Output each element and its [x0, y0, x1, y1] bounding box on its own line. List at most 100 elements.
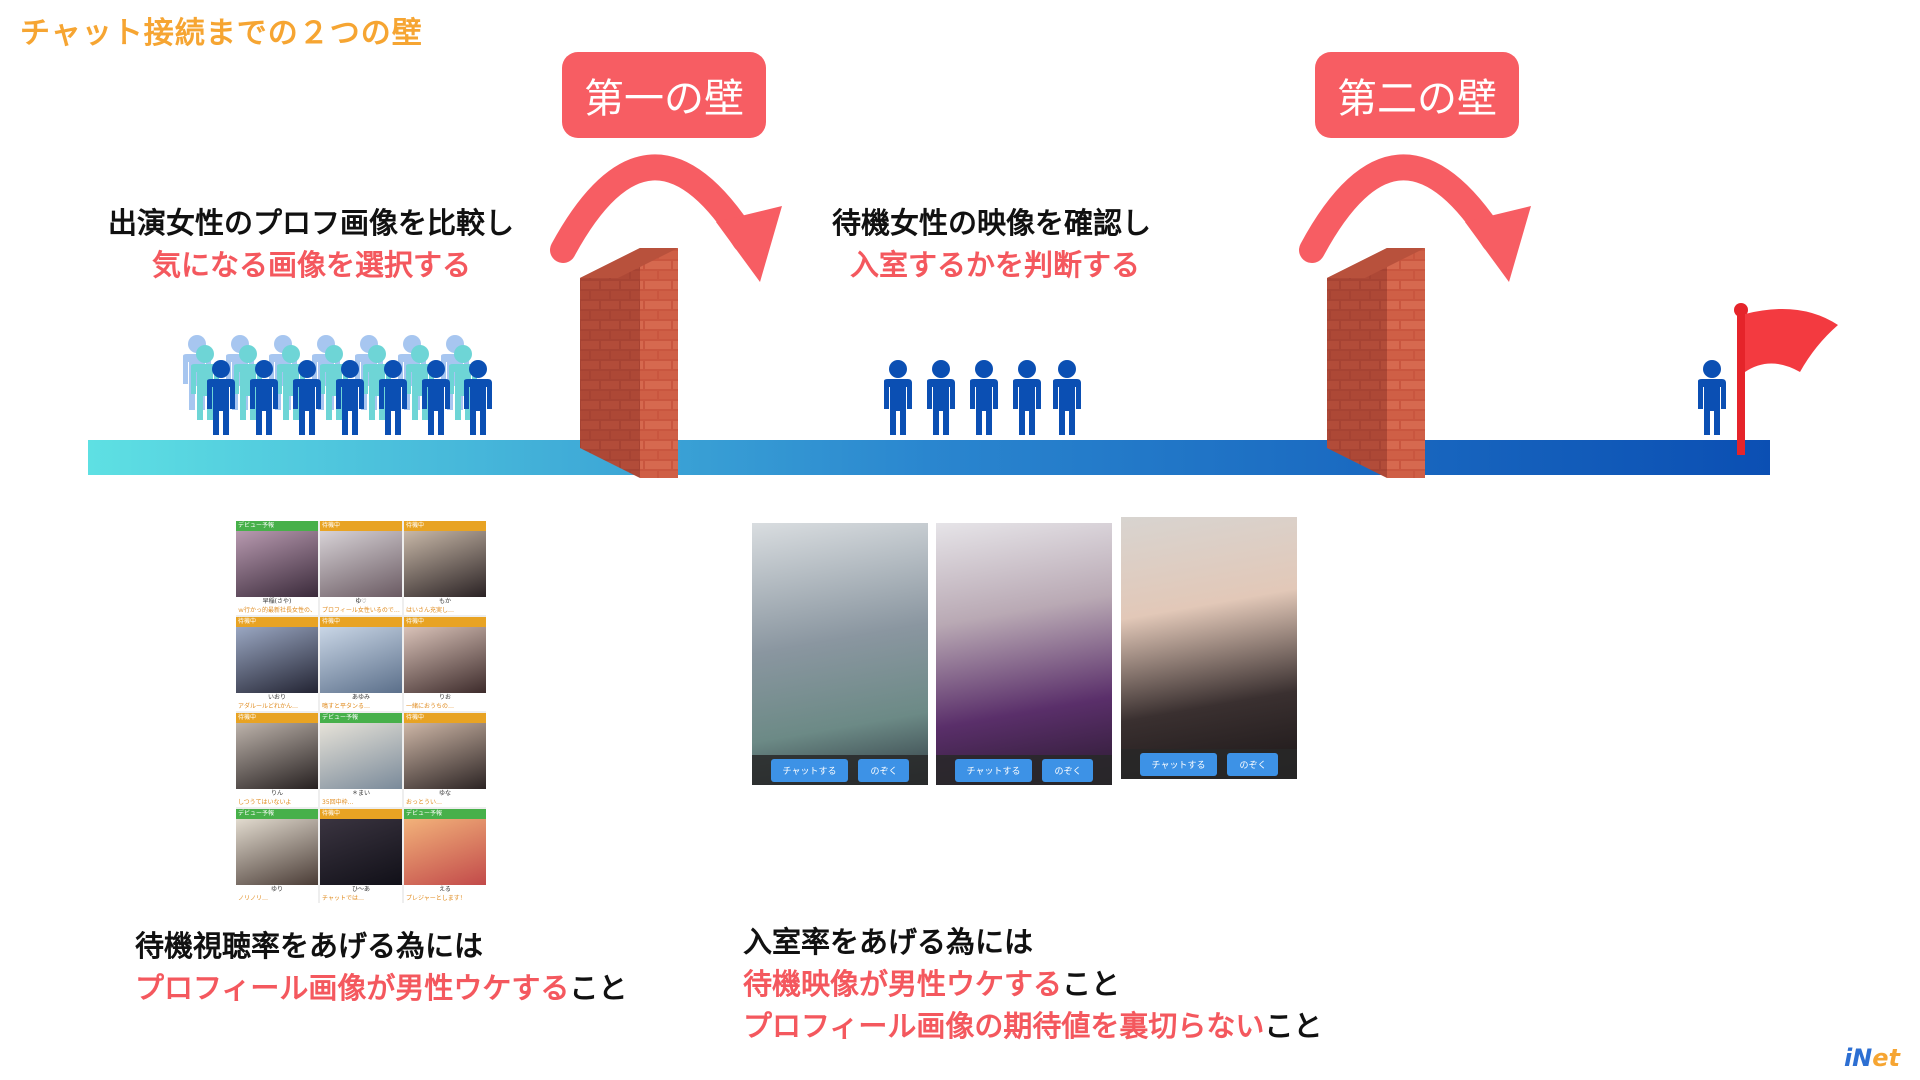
people-group-stage2 [884, 360, 1081, 435]
stage2-line2: 入室するかを判断する [850, 248, 1141, 282]
profile-card[interactable]: デビュー予報早稲(さや) ｗ行かっ的最新社長女性の、 [236, 521, 318, 615]
bottom-right-line1: 入室率をあげる為には [743, 925, 1034, 959]
wall-label-first: 第一の壁 [562, 52, 766, 138]
peek-button[interactable]: のぞく [1227, 752, 1279, 776]
wall-label-second: 第二の壁 [1315, 52, 1519, 138]
profile-photo [320, 819, 402, 885]
profile-card[interactable]: 待機中りお一緒におうちの… [404, 617, 486, 711]
card-name: あゆみ [351, 694, 370, 701]
card-message: プロフィール女性いるので… [322, 607, 400, 614]
card-tag: デビュー予報 [236, 809, 318, 819]
brick-wall-first [580, 248, 678, 478]
card-message: はいさん充実し… [406, 607, 455, 614]
card-tag: 待機中 [404, 617, 486, 627]
card-message: 鳴すと平タンる… [322, 703, 371, 710]
profile-card[interactable]: 待機中ひ〜あチャットでは… [320, 809, 402, 903]
card-tag: 待機中 [404, 713, 486, 723]
bottom-left-line2: プロフィール画像が男性ウケすること [135, 968, 627, 1008]
profile-photo [236, 627, 318, 693]
brick-wall-second [1327, 248, 1425, 478]
video-action-bar: チャットする のぞく [752, 755, 928, 785]
profile-card[interactable]: 待機中もかはいさん充実し… [404, 521, 486, 615]
curved-arrow-second [1299, 154, 1531, 282]
waiting-video-card[interactable]: チャットする のぞく [1121, 517, 1297, 779]
card-name: ゆ♡ [355, 598, 367, 605]
card-message: 一緒におうちの… [406, 703, 455, 710]
bottom-left-tail: こと [569, 971, 628, 1005]
card-name: いおり [267, 694, 286, 701]
card-name: ゆな [438, 790, 451, 797]
card-tag: 待機中 [236, 617, 318, 627]
profile-card[interactable]: 待機中ゆ♡ プロフィール女性いるので… [320, 521, 402, 615]
profile-card[interactable]: 待機中りんしつうてはいないよ [236, 713, 318, 807]
profile-photo [236, 723, 318, 789]
single-person-goal [1698, 360, 1726, 435]
curved-arrow-first [550, 154, 782, 282]
bottom-right-line3: プロフィール画像の期待値を裏切らないこと [743, 1006, 1322, 1046]
card-message: ｗ行かっ的最新社長女性の、 [238, 607, 317, 614]
card-tag: デビュー予報 [320, 713, 402, 723]
stage2-line1: 待機女性の映像を確認し [832, 206, 1152, 240]
profile-photo [404, 531, 486, 597]
card-tag: デビュー予報 [236, 521, 318, 531]
bottom-right-tail-1: こと [1062, 967, 1121, 1001]
card-tag: 待機中 [320, 617, 402, 627]
card-tag: 待機中 [320, 521, 402, 531]
card-tag: 待機中 [320, 809, 402, 819]
profile-photo [404, 627, 486, 693]
profile-photo [320, 723, 402, 789]
card-message: アダルールどれかん… [238, 703, 299, 710]
chat-button[interactable]: チャットする [770, 758, 849, 782]
profile-photo [404, 819, 486, 885]
card-name: える [439, 886, 451, 893]
profile-photo [404, 723, 486, 789]
waiting-video-card[interactable]: チャットする のぞく [752, 523, 928, 785]
inet-logo: iNet [1843, 1044, 1900, 1072]
peek-button[interactable]: のぞく [858, 758, 910, 782]
profile-card[interactable]: 待機中いおりアダルールどれかん… [236, 617, 318, 711]
waiting-video-card[interactable]: チャットする のぞく [936, 523, 1112, 785]
profile-card[interactable]: デビュー予報ゆりノリノリ… [236, 809, 318, 903]
card-tag: デビュー予報 [404, 809, 486, 819]
bottom-right-highlight-2: プロフィール画像の期待値を裏切らない [743, 1009, 1265, 1043]
video-action-bar: チャットする のぞく [936, 755, 1112, 785]
bottom-right-line2: 待機映像が男性ウケすること [743, 964, 1120, 1004]
card-name: りお [438, 694, 451, 701]
profile-photo [236, 531, 318, 597]
card-message: しつうてはいないよ [238, 799, 292, 806]
bottom-right-tail-2: こと [1264, 1009, 1323, 1043]
profile-card[interactable]: デビュー予報えるプレジャーとします！ [404, 809, 486, 903]
card-message: チャットでは… [322, 895, 364, 902]
card-message: おっとうい… [406, 799, 443, 806]
card-name: もか [438, 598, 451, 605]
card-tag: 待機中 [236, 713, 318, 723]
card-tag: 待機中 [404, 521, 486, 531]
profile-card[interactable]: 待機中ゆなおっとうい… [404, 713, 486, 807]
page-title: チャット接続までの２つの壁 [20, 16, 423, 51]
profile-photo [236, 819, 318, 885]
card-name: 早稲(さや) [262, 598, 292, 605]
bottom-left-highlight: プロフィール画像が男性ウケする [135, 971, 570, 1005]
chat-button[interactable]: チャットする [1139, 752, 1218, 776]
card-name: ひ〜あ [351, 886, 370, 893]
profile-card[interactable]: 待機中あゆみ鳴すと平タンる… [320, 617, 402, 711]
goal-flag-icon [1734, 303, 1838, 455]
bottom-right-highlight-1: 待機映像が男性ウケする [743, 967, 1063, 1001]
stage1-line1: 出演女性のプロフ画像を比較し [108, 206, 515, 240]
card-message: 35回中枠… [322, 799, 354, 806]
card-message: ノリノリ… [238, 895, 269, 902]
profile-photo [320, 531, 402, 597]
bottom-left-line1: 待機視聴率をあげる為には [135, 929, 484, 963]
chat-button[interactable]: チャットする [954, 758, 1033, 782]
profile-card[interactable]: デビュー予報 ＊まい 35回中枠… [320, 713, 402, 807]
video-action-bar: チャットする のぞく [1121, 749, 1297, 779]
card-name: ＊まい [351, 790, 370, 797]
card-name: ゆり [270, 886, 283, 893]
peek-button[interactable]: のぞく [1042, 758, 1094, 782]
timeline-bar [88, 440, 1770, 475]
profile-grid: デビュー予報早稲(さや)ｗ行かっ的最新社長女性の、 待機中ゆ♡プロフィール女性い… [236, 521, 486, 903]
stage1-line2: 気になる画像を選択する [152, 248, 472, 282]
card-name: りん [270, 790, 283, 797]
profile-photo [320, 627, 402, 693]
